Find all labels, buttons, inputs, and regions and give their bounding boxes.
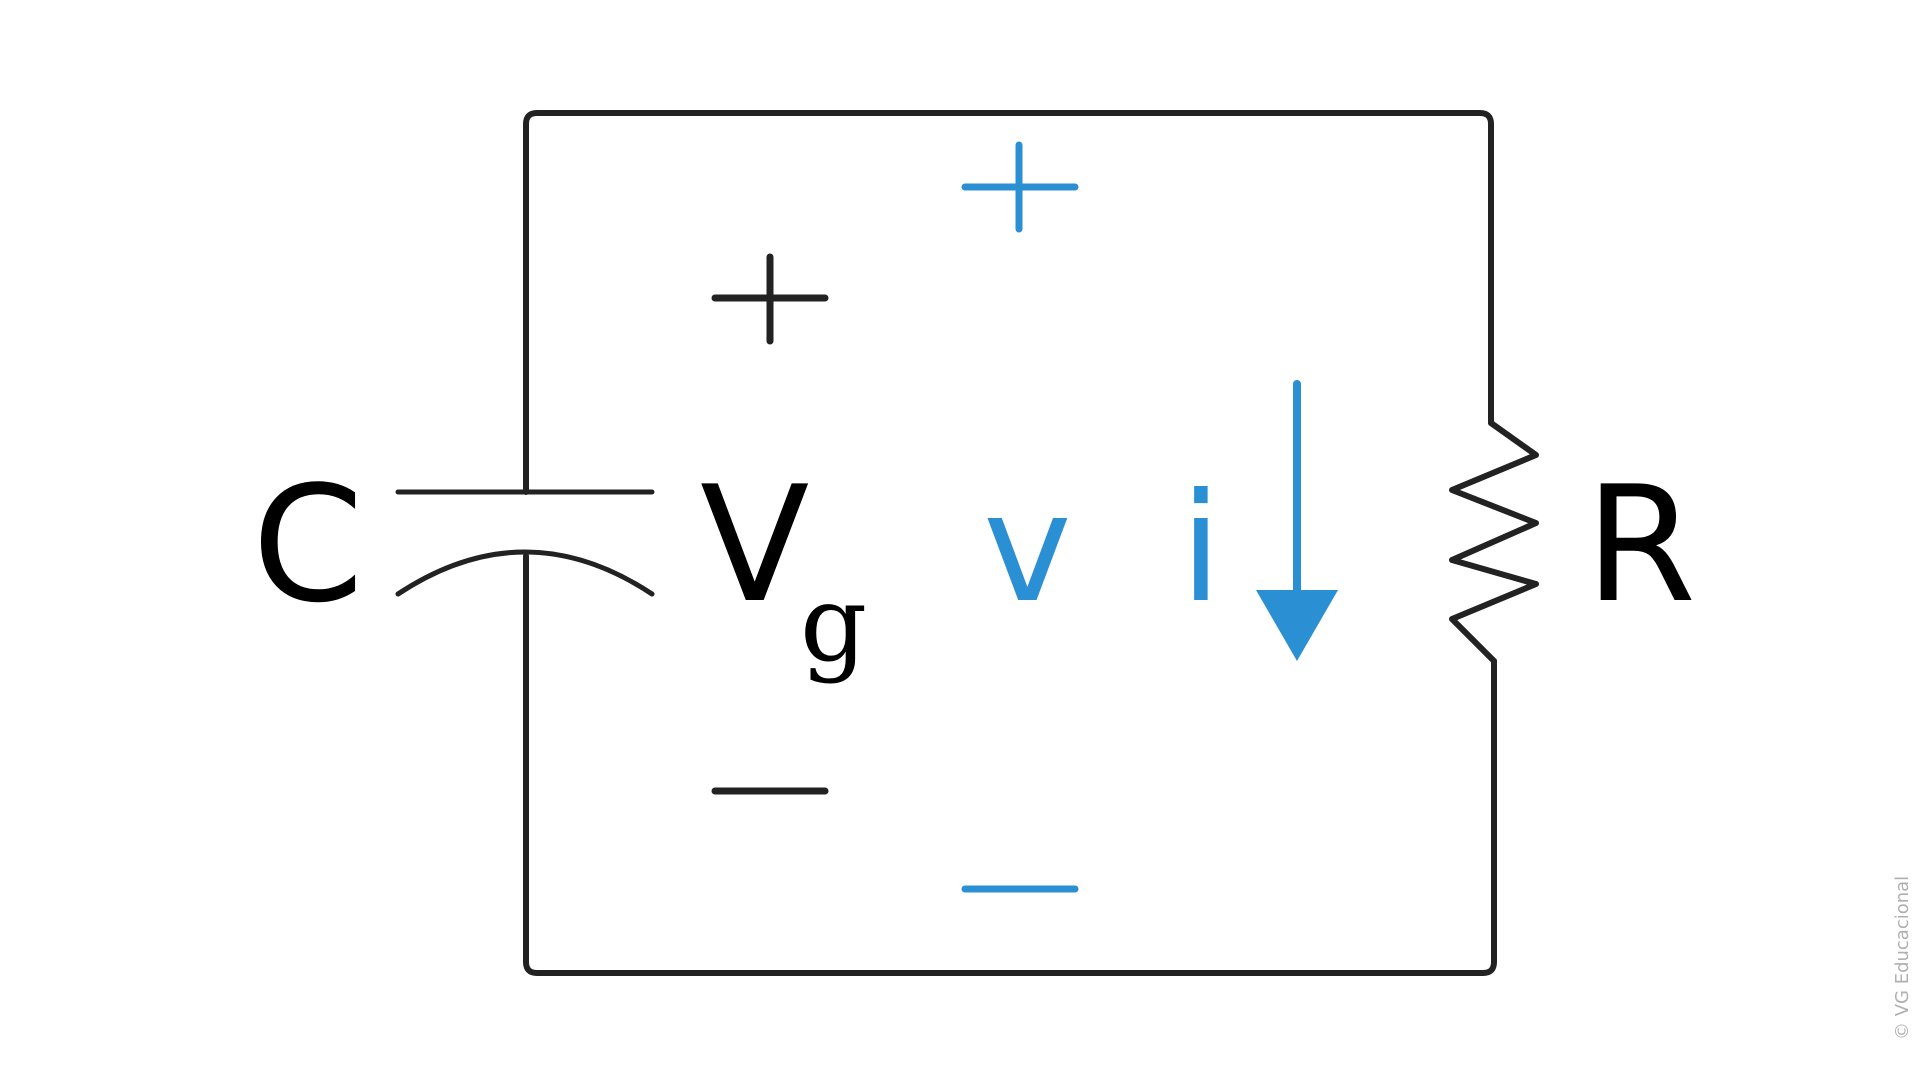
resistor-zigzag xyxy=(1449,420,1539,664)
wire-top-loop xyxy=(523,110,1494,495)
source-voltage-subscript: g xyxy=(800,563,867,685)
current-arrow-head xyxy=(1256,590,1338,661)
capacitor-plate-curved xyxy=(395,549,655,597)
current-arrow xyxy=(1256,380,1338,661)
capacitor-symbol xyxy=(395,489,655,597)
load-plus-sign xyxy=(961,141,1079,233)
load-voltage-label: v xyxy=(983,462,1072,636)
load-polarity xyxy=(961,141,1079,893)
capacitor-label: C xyxy=(252,451,364,638)
source-plus-sign xyxy=(711,253,829,345)
current-label: i xyxy=(1180,462,1222,636)
circuit-wires xyxy=(523,110,1539,976)
source-voltage-label: V xyxy=(700,451,809,638)
resistor-label: R xyxy=(1585,451,1696,638)
watermark-text: © VG Educacional xyxy=(1892,876,1913,1040)
wire-bottom-loop xyxy=(523,553,1497,976)
source-polarity xyxy=(711,253,829,795)
